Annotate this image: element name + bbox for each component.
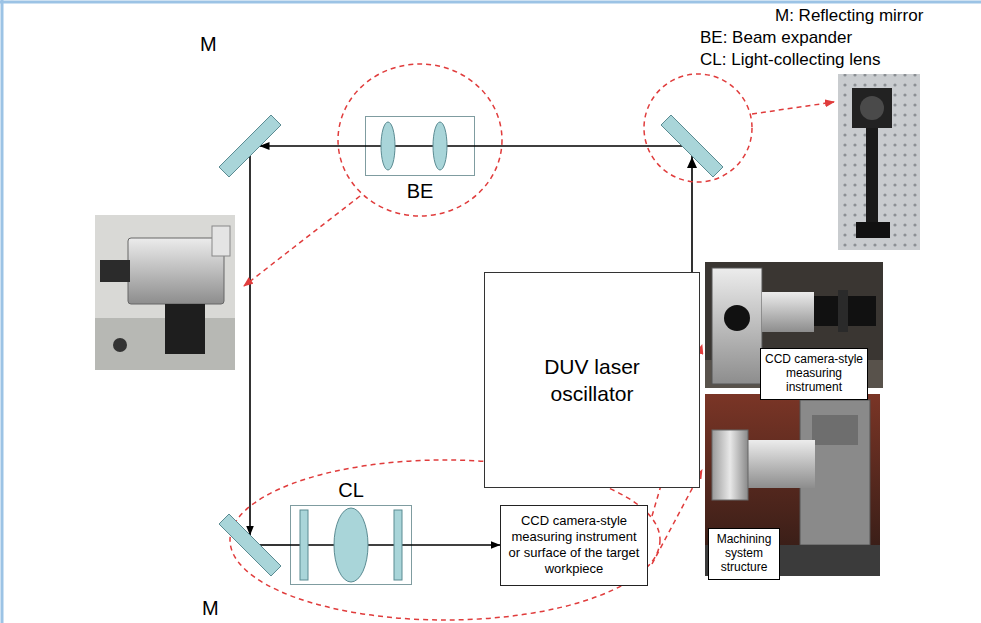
legend-note: M: Reflecting mirror: [775, 6, 923, 26]
photo-background: [838, 74, 920, 250]
callout-outline: [644, 74, 752, 182]
breadboard-holes: [838, 74, 920, 250]
lens-tube: [762, 292, 814, 332]
node-shape: [218, 513, 282, 577]
lens-opening: [724, 305, 750, 331]
mount-post: [866, 125, 878, 225]
photo-label: Machining system structure: [708, 528, 780, 580]
mirror-mount: [852, 88, 892, 128]
beam-connector: [412, 544, 500, 546]
frame-line: [1, 0, 4, 623]
target-box: CCD camera-style measuring instrument or…: [500, 505, 648, 586]
workpiece-plate: [712, 430, 748, 500]
legend-note: CL: Light-collecting lens: [700, 50, 880, 70]
beam-connector: [249, 156, 251, 535]
window-plate: [300, 510, 308, 580]
beam-connector: [260, 145, 365, 147]
node-shape: [218, 114, 282, 178]
node-shape: [365, 116, 475, 176]
mount-base: [856, 222, 890, 238]
collecting-lens: CL: [290, 505, 412, 585]
part-label: M: [200, 33, 217, 55]
stage-knob: [113, 338, 127, 352]
lens-symbol: [334, 508, 368, 582]
laser-housing: [128, 238, 224, 304]
optic-frame: [366, 117, 475, 176]
machine-slot: [812, 415, 858, 445]
lens-tube: [745, 440, 815, 488]
laser-nozzle: [100, 260, 130, 282]
laser-stage: [165, 304, 205, 354]
node-shape: [290, 505, 412, 585]
window-plate: [394, 510, 402, 580]
photo-background: [95, 215, 235, 370]
mirror-node: M: [218, 114, 282, 178]
laser-vent: [212, 226, 230, 256]
mirror-symbol: [661, 115, 723, 177]
lens-symbol: [381, 122, 395, 170]
leader-line: [752, 102, 834, 114]
lens-symbol: [433, 122, 447, 170]
optic-frame: [291, 506, 412, 585]
legend-note: BE: Beam expander: [700, 28, 852, 48]
mirror-node: M: [218, 513, 282, 577]
lens-plate: [712, 268, 762, 384]
box-text: DUV laser oscillator: [525, 353, 659, 408]
box-text: CCD camera-style measuring instrument or…: [507, 513, 641, 578]
beam-connector: [260, 544, 290, 546]
arrow-head: [687, 157, 697, 168]
callout-outline: [338, 64, 502, 216]
box-text: Machining system structure: [712, 533, 776, 574]
frame-line: [0, 1, 981, 4]
box-text: CCD camera-style measuring instrument: [764, 353, 864, 394]
leader-line: [244, 196, 360, 286]
photo-label: CCD camera-style measuring instrument: [760, 348, 868, 400]
mirror-holder: [860, 96, 884, 120]
photo-background: [705, 394, 880, 576]
laser-box: DUV laser oscillator: [484, 272, 700, 488]
part-label: CL: [290, 479, 412, 501]
camera-ring: [838, 290, 848, 332]
part-label: M: [202, 597, 219, 619]
beam-expander: BE: [365, 116, 475, 176]
part-label: BE: [365, 180, 475, 202]
mirror-symbol: [219, 514, 281, 576]
mirror-symbol: [219, 115, 281, 177]
